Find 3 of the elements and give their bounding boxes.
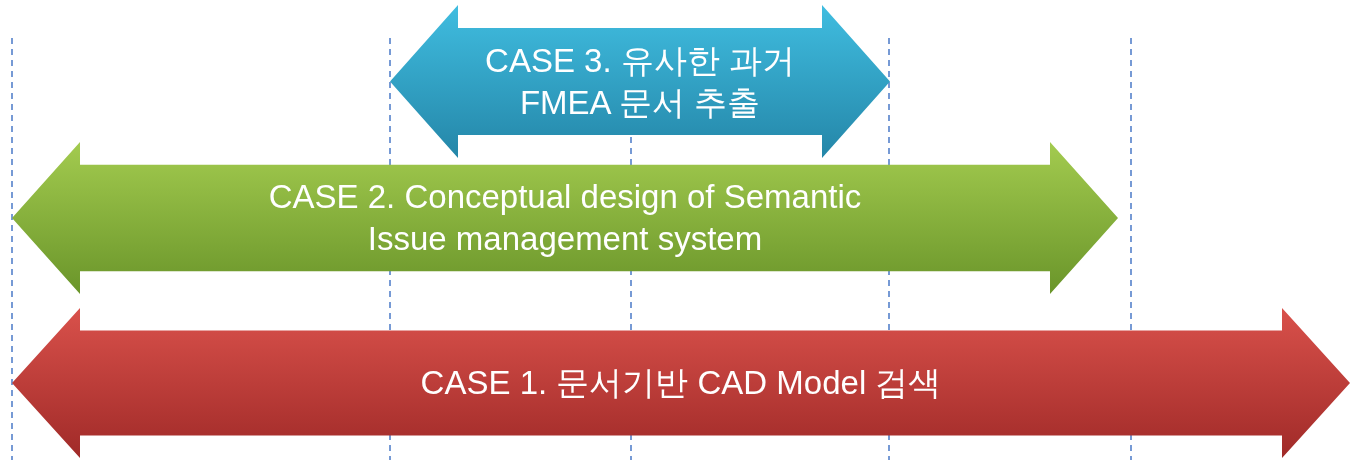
arrow-label: CASE 1. 문서기반 CAD Model 검색 xyxy=(419,363,943,403)
arrow-label: CASE 2. Conceptual design of Semantic Issue management system xyxy=(267,177,863,259)
arrow-label: CASE 3. 유사한 과거 FMEA 문서 추출 xyxy=(484,40,796,123)
